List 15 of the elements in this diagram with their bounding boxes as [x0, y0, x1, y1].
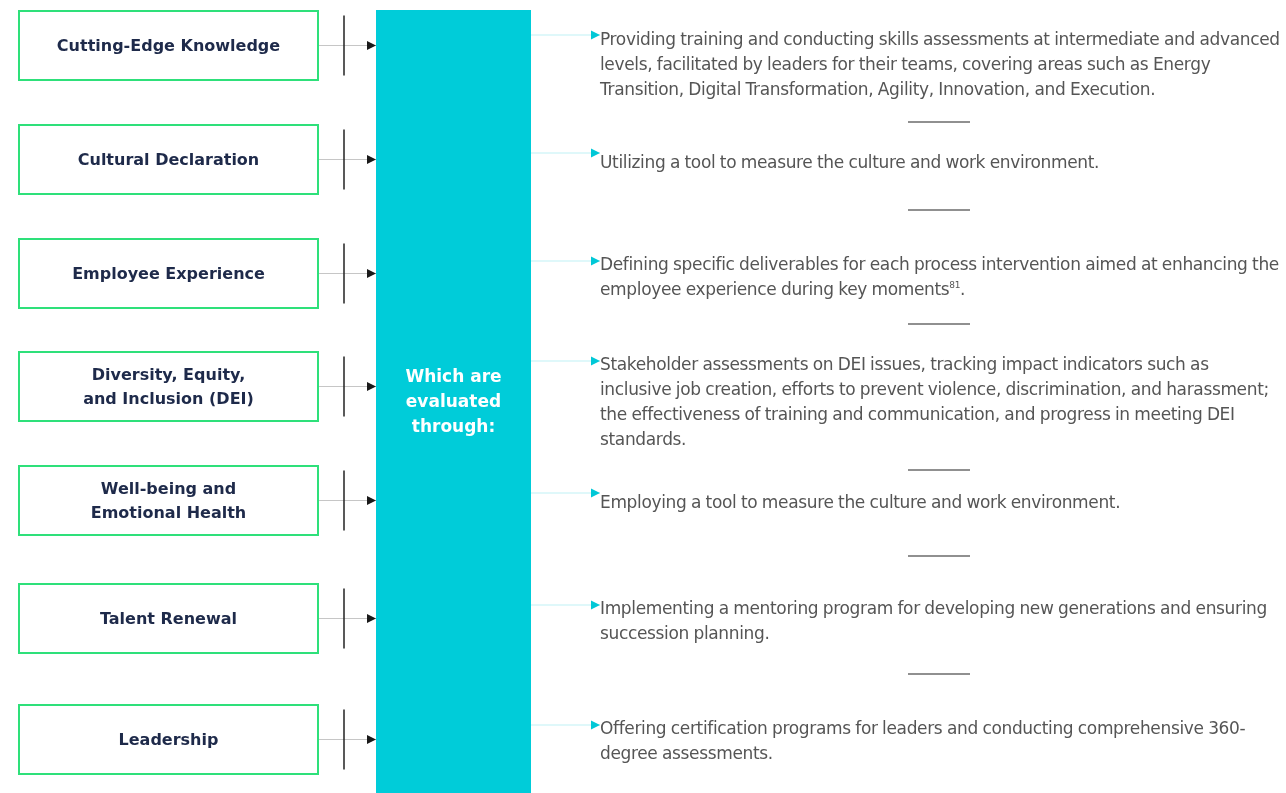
category-box: Leadership: [18, 704, 319, 775]
description-text: Defining specific deliverables for each process intervention aimed at enhancing the employee experience during key moments$^{81}$.: [600, 253, 1280, 301]
description-text: Stakeholder assessments on DEI issues, tracking impact indicators such as inclusive job creation, efforts to prevent violence, discrimination, and harassment; the effectiveness of training and communication, and progress in meeting DEI standards.: [600, 353, 1270, 451]
description-text: Utilizing a tool to measure the culture and work environment.: [600, 150, 1100, 174]
category-box: Talent Renewal: [18, 583, 319, 654]
category-box: Cutting-Edge Knowledge: [18, 10, 319, 81]
description-text: Providing training and conducting skills assessments at intermediate and advanced levels, facilitated by leaders for their teams, covering areas such as Energy Transition, Digital Transformation, Agility, Innovation, and Execution.: [600, 27, 1281, 101]
category-box: Cultural Declaration: [18, 124, 319, 195]
category-box: Diversity, Equity, and Inclusion (DEI): [18, 351, 319, 422]
description-text: Offering certification programs for leaders and conducting comprehensive 360-degree assessments.: [600, 717, 1247, 765]
category-box: Employee Experience: [18, 238, 319, 309]
category-box: Well-being and Emotional Health: [18, 465, 319, 536]
description-text: Implementing a mentoring program for developing new generations and ensuring succession planning.: [600, 597, 1268, 645]
description-text: Employing a tool to measure the culture and work environment.: [600, 490, 1121, 514]
evaluation-band: Which are evaluated through:: [376, 10, 531, 793]
